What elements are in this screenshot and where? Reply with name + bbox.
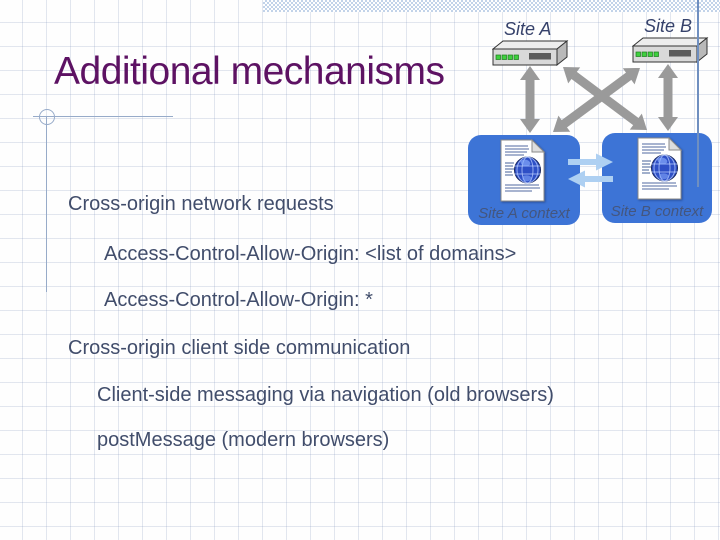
bullet-cross-origin-client: Cross-origin client side communication [68,337,411,359]
site-a-label: Site A [504,19,552,39]
double-arrow-icon [658,64,678,131]
site-a-context-label: Site A context [478,205,570,222]
web-document-icon [500,139,545,202]
bullet-acao-star: Access-Control-Allow-Origin: * [104,289,373,311]
ornament-vertical-line [46,117,48,292]
double-arrow-icon [553,68,640,132]
web-document-icon [637,137,682,200]
bullet-client-side-messaging: Client-side messaging via navigation (ol… [97,384,554,406]
double-arrow-icon [520,66,540,133]
diagram-arrows-graphic [520,64,678,188]
top-accent-bar [263,0,720,12]
right-accent-line [697,0,699,187]
block-arrow-left-icon [568,170,613,188]
bullet-postmessage: postMessage (modern browsers) [97,429,390,451]
server-icon [492,39,569,67]
bullet-cross-origin-network: Cross-origin network requests [68,193,334,215]
slide-title: Additional mechanisms [54,50,445,93]
circle-ornament [39,109,55,125]
block-arrow-right-icon [568,153,613,171]
site-b-label: Site B [644,16,693,36]
site-b-context-label: Site B context [610,203,704,220]
bullet-acao-list: Access-Control-Allow-Origin: <list of do… [104,243,517,265]
ornament-horizontal-line [33,116,173,118]
